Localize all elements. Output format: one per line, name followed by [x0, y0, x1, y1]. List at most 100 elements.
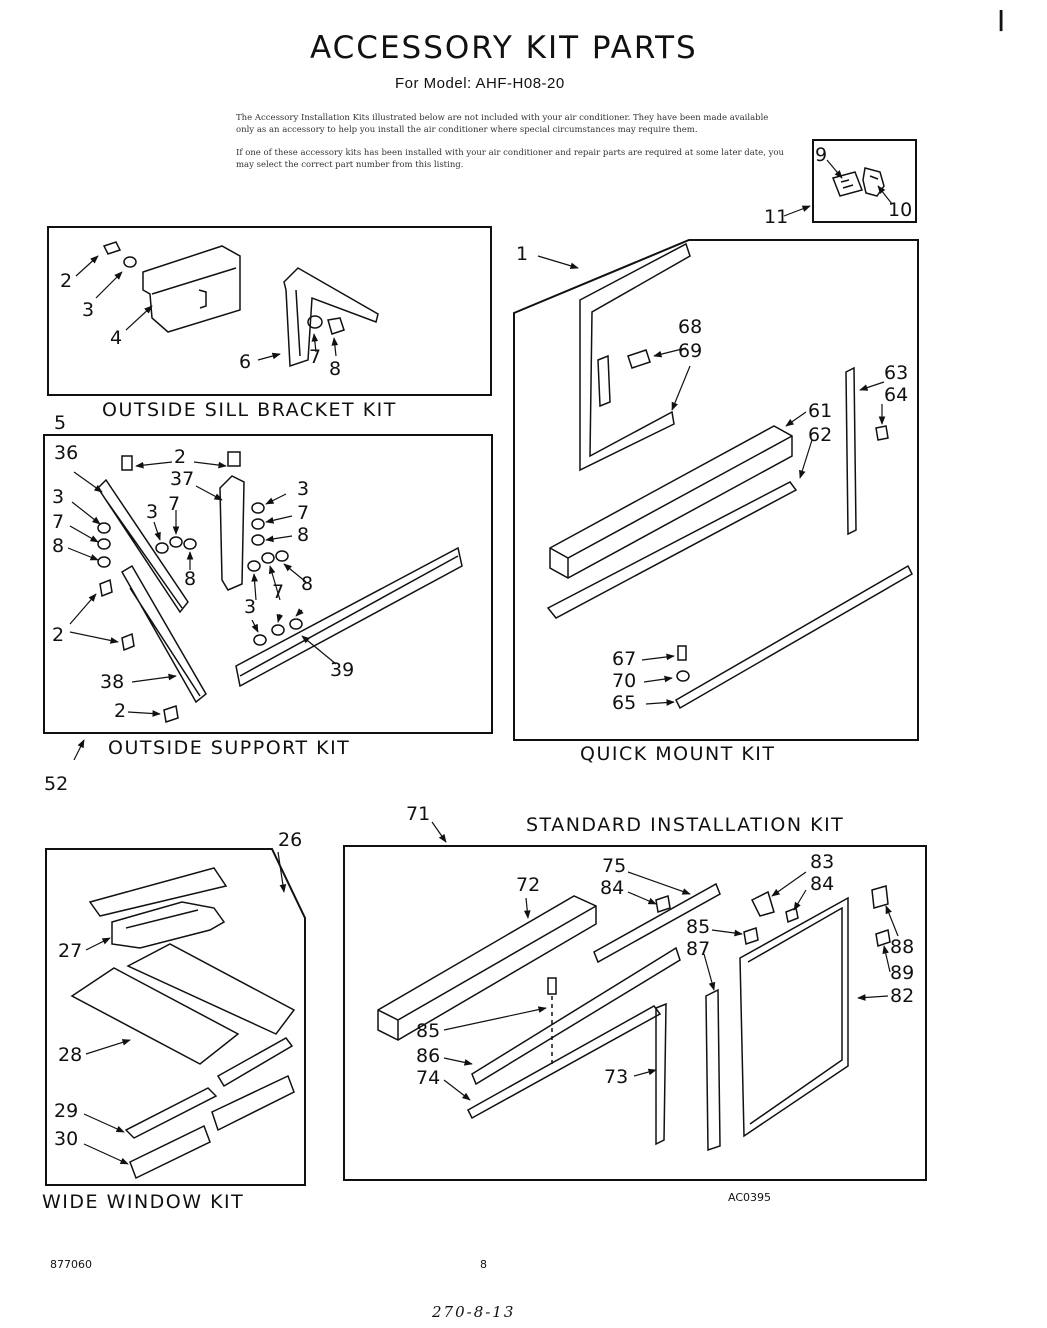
sill-bracket-part [283, 267, 379, 368]
callout-8: 8 [184, 568, 197, 590]
callout-63: 63 [884, 362, 909, 384]
support-rail-39 [235, 546, 463, 688]
standard-panel-82 [739, 896, 849, 1138]
wide-panel-28 [70, 967, 240, 1065]
diagram-code: AC0395 [728, 1191, 772, 1204]
wide-panel-upper [126, 943, 296, 1035]
sill-screw-part [102, 241, 122, 255]
callout-72: 72 [516, 874, 541, 896]
callout-8: 8 [52, 535, 65, 557]
quick-frame-latch [597, 354, 611, 408]
callout-7: 7 [309, 346, 322, 368]
callout-8: 8 [329, 358, 342, 380]
callout-2: 2 [60, 270, 73, 292]
sill-cover-mark [198, 289, 207, 309]
quick-seal-61 [549, 425, 793, 579]
support-kit-title: OUTSIDE SUPPORT KIT [108, 737, 351, 759]
callout-10: 10 [888, 199, 913, 221]
callout-3: 3 [82, 299, 95, 321]
wide-block-30 [129, 1124, 211, 1180]
callout-89: 89 [890, 962, 915, 984]
standard-rail-86 [471, 946, 681, 1086]
quick-rail-63 [845, 366, 857, 536]
callout-3: 3 [52, 486, 65, 508]
standard-strip-74 [467, 1005, 662, 1120]
callout-73: 73 [604, 1066, 629, 1088]
callout-7: 7 [52, 511, 65, 533]
sill-washer2-part [307, 315, 323, 329]
callout-30: 30 [54, 1128, 79, 1150]
support-bracket-37 [219, 475, 245, 591]
hardware-kit-frame [812, 139, 917, 223]
wide-block-right [211, 1074, 295, 1132]
quick-screw-67 [677, 645, 687, 661]
wide-kit-number: 26 [278, 829, 303, 851]
callout-7: 7 [272, 581, 285, 603]
quick-strip-62 [546, 481, 798, 619]
support-bracket-38 [120, 564, 207, 704]
callout-84: 84 [810, 873, 835, 895]
callout-29: 29 [54, 1100, 79, 1122]
callout-2: 2 [114, 700, 127, 722]
quick-kit-title: QUICK MOUNT KIT [580, 743, 776, 765]
hardware-kit-number: 11 [764, 206, 789, 228]
callout-39: 39 [330, 659, 355, 681]
quick-washer-70 [676, 670, 690, 682]
intro-paragraph-2: If one of these accessory kits has been … [236, 148, 785, 170]
wide-strip-upper [88, 867, 228, 917]
support-screws-side [99, 578, 179, 723]
callout-3: 3 [146, 501, 159, 523]
callout-88: 88 [890, 936, 915, 958]
callout-82: 82 [890, 985, 915, 1007]
callout-85: 85 [416, 1020, 441, 1042]
handwritten-note: 270-8-13 [432, 1303, 516, 1321]
support-screws-top [121, 451, 241, 471]
callout-2: 2 [52, 624, 65, 646]
intro-text: The Accessory Installation Kits illustra… [236, 112, 784, 182]
callout-28: 28 [58, 1044, 83, 1066]
wide-strip-29 [124, 1087, 218, 1139]
callout-7: 7 [168, 493, 181, 515]
support-bracket-36 [97, 478, 189, 614]
wide-kit-title: WIDE WINDOW KIT [42, 1191, 245, 1213]
callout-74: 74 [416, 1067, 441, 1089]
standard-rail-75 [593, 882, 721, 964]
callout-3: 3 [244, 596, 257, 618]
standard-post-87 [705, 988, 721, 1152]
support-kit-number: 52 [44, 773, 69, 795]
quick-screw-68 [627, 349, 651, 369]
callout-61: 61 [808, 400, 833, 422]
sill-cover-part [142, 245, 241, 333]
wide-kit-frame [45, 848, 306, 1186]
callout-75: 75 [602, 855, 627, 877]
standard-foam-72 [377, 895, 597, 1041]
sill-kit-frame [47, 226, 492, 396]
sill-washer-part [123, 256, 137, 268]
document-number: 877060 [50, 1258, 92, 1271]
callout-67: 67 [612, 648, 637, 670]
wide-strip-right [216, 1037, 294, 1088]
standard-kit-frame [343, 845, 927, 1181]
callout-65: 65 [612, 692, 637, 714]
standard-kit-number: 71 [406, 803, 431, 825]
quick-frame-part [579, 242, 691, 472]
standard-strip-73 [655, 1002, 667, 1146]
callout-8: 8 [301, 573, 314, 595]
callout-8: 8 [297, 524, 310, 546]
callout-70: 70 [612, 670, 637, 692]
support-kit-frame [43, 434, 493, 734]
callout-4: 4 [110, 327, 123, 349]
quick-kit-frame [513, 239, 919, 741]
callout-9: 9 [815, 144, 828, 166]
standard-screws [547, 895, 891, 995]
callout-3: 3 [297, 478, 310, 500]
quick-kit-number: 1 [516, 243, 529, 265]
callout-68: 68 [678, 316, 703, 338]
callout-86: 86 [416, 1045, 441, 1067]
callout-6: 6 [239, 351, 252, 373]
callout-84: 84 [600, 877, 625, 899]
callout-83: 83 [810, 851, 835, 873]
sill-kit-title: OUTSIDE SILL BRACKET KIT [102, 399, 397, 421]
sill-nut-part [327, 317, 345, 335]
